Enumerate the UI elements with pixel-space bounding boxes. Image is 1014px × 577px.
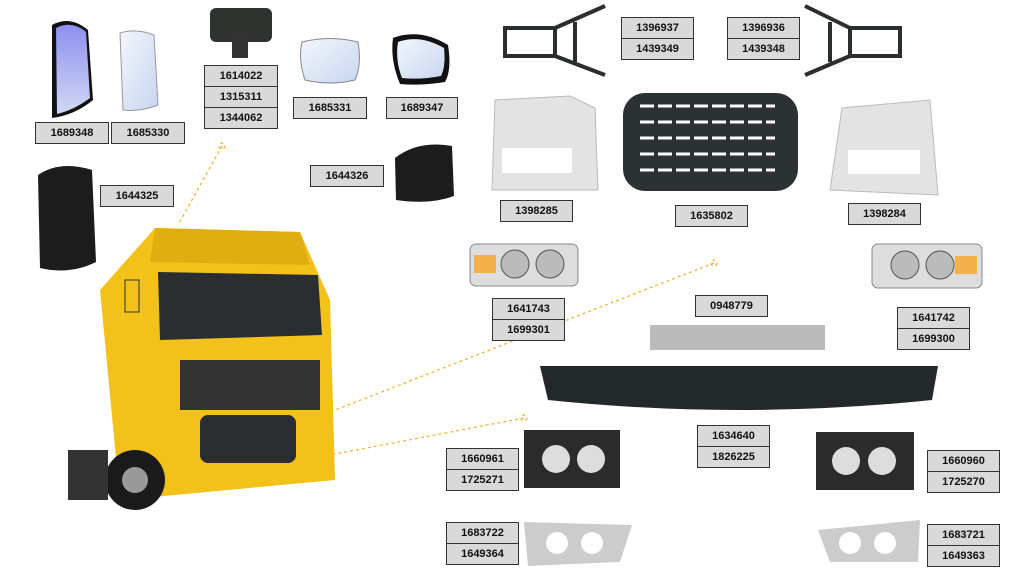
part-number: 1725270 (927, 471, 1000, 493)
part-label-mirror-cover-left: 1644325 (100, 185, 174, 207)
part-label-grille: 1635802 (675, 205, 748, 227)
mirror-cover-left (38, 166, 96, 271)
part-number: 1649364 (446, 543, 519, 565)
part-number: 1826225 (697, 446, 770, 468)
part-number: 1398284 (848, 203, 921, 225)
part-number: 1315311 (204, 86, 278, 108)
mirror-glass-right (119, 30, 159, 111)
ramp-mirror (210, 8, 272, 58)
part-number: 1396937 (621, 17, 694, 39)
wide-mirror (392, 34, 450, 85)
part-number: 1689348 (35, 122, 109, 144)
bumper (540, 366, 938, 410)
part-number: 1699300 (897, 328, 970, 350)
part-number: 1439348 (727, 38, 800, 60)
part-number: 1398285 (500, 200, 573, 222)
fog-bezels (524, 520, 920, 566)
part-number: 1685331 (293, 97, 367, 119)
part-number: 1699301 (492, 319, 565, 341)
part-number: 1725271 (446, 469, 519, 491)
part-number: 1641743 (492, 298, 565, 320)
wide-glass (300, 38, 360, 84)
part-number: 1344062 (204, 107, 278, 129)
part-number: 1683722 (446, 522, 519, 544)
part-number: 1634640 (697, 425, 770, 447)
part-number: 0948779 (695, 295, 768, 317)
part-label-lamp-housing-right: 1398284 (848, 203, 921, 225)
grille (623, 93, 798, 191)
foglamps (524, 430, 914, 490)
part-label-mirror-glass-right: 1685330 (111, 122, 185, 144)
plate (650, 325, 825, 350)
leader-lines (177, 142, 718, 456)
part-number: 1635802 (675, 205, 748, 227)
part-label-lamp-housing-left: 1398285 (500, 200, 573, 222)
part-number: 1641742 (897, 307, 970, 329)
part-number: 1649363 (927, 545, 1000, 567)
part-number: 1396936 (727, 17, 800, 39)
mirror-glass-left (52, 21, 93, 118)
part-number: 1683721 (927, 524, 1000, 546)
headlamps (469, 243, 983, 289)
truck (68, 228, 335, 510)
part-number: 1439349 (621, 38, 694, 60)
mirror-cover-right (395, 144, 454, 202)
part-number: 1644325 (100, 185, 174, 207)
part-label-mirror-cover-right: 1644326 (310, 165, 384, 187)
part-label-plate: 0948779 (695, 295, 768, 317)
part-number: 1614022 (204, 65, 278, 87)
part-number: 1660961 (446, 448, 519, 470)
part-number: 1689347 (386, 97, 458, 119)
part-number: 1644326 (310, 165, 384, 187)
lamp-housings (491, 95, 939, 196)
part-label-wide-glass: 1685331 (293, 97, 367, 119)
part-number: 1660960 (927, 450, 1000, 472)
part-number: 1685330 (111, 122, 185, 144)
part-label-mirror-glass-left: 1689348 (35, 122, 109, 144)
brackets (503, 4, 902, 77)
part-label-wide-mirror: 1689347 (386, 97, 458, 119)
